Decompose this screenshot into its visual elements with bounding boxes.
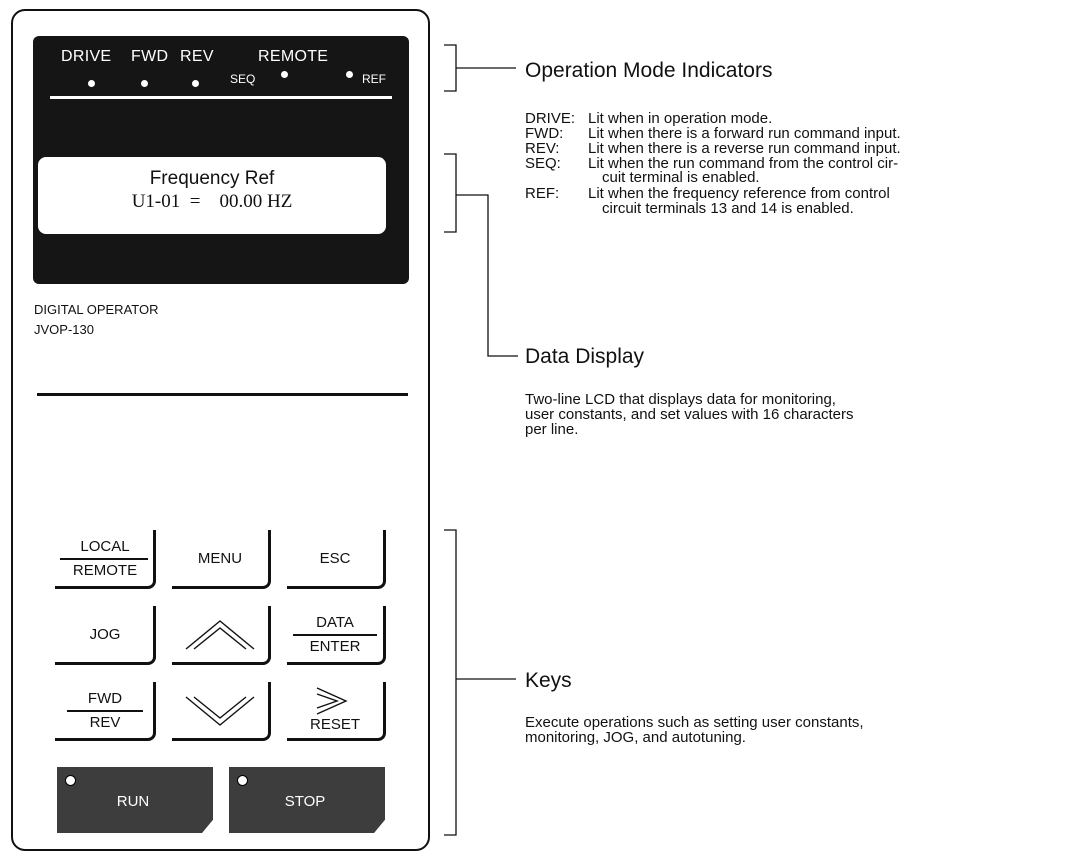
fwd-rev-key-bottom: REV <box>89 714 121 731</box>
legend-desc-seq-2: cuit terminal is enabled. <box>602 169 760 186</box>
legend-desc-fwd: Lit when there is a forward run command … <box>588 125 901 142</box>
indicator-label-rev: REV <box>180 48 214 65</box>
device-divider <box>37 393 408 396</box>
data-enter-key[interactable]: DATA ENTER <box>287 606 386 665</box>
key-fraction-line <box>67 710 143 712</box>
data-display-desc-2: user constants, and set values with 16 c… <box>525 406 854 423</box>
lcd-display <box>38 157 386 234</box>
lcd-line-1: Frequency Ref <box>149 168 275 189</box>
esc-key[interactable]: ESC <box>287 530 386 589</box>
legend-key-rev: REV: <box>525 140 560 157</box>
seq-led-icon <box>281 71 288 78</box>
stop-lamp-icon <box>237 775 248 786</box>
legend-desc-ref-1: Lit when the frequency reference from co… <box>588 185 890 202</box>
indicator-label-fwd: FWD <box>131 48 169 65</box>
legend-desc-ref-2: circuit terminals 13 and 14 is enabled. <box>602 200 854 217</box>
local-remote-key[interactable]: LOCAL REMOTE <box>55 530 156 589</box>
esc-key-label: ESC <box>319 550 351 567</box>
lcd-line-2: U1-01 = 00.00 HZ <box>131 191 293 212</box>
legend-desc-rev: Lit when there is a reverse run command … <box>588 140 901 157</box>
stop-key-label: STOP <box>284 793 326 810</box>
keys-desc-1: Execute operations such as setting user … <box>525 714 864 731</box>
run-key-label: RUN <box>116 793 150 810</box>
rev-led-icon <box>192 80 199 87</box>
legend-key-fwd: FWD: <box>525 125 564 142</box>
local-remote-key-bottom: REMOTE <box>72 562 138 579</box>
menu-key-label: MENU <box>197 550 243 567</box>
drive-led-icon <box>88 80 95 87</box>
key-fraction-line <box>60 558 148 560</box>
jog-key[interactable]: JOG <box>55 606 156 665</box>
data-enter-key-top: DATA <box>316 614 354 631</box>
indicator-label-remote: REMOTE <box>258 48 329 65</box>
reset-key-label: RESET <box>309 716 360 733</box>
data-display-desc-3: per line. <box>525 421 579 438</box>
data-enter-key-bottom: ENTER <box>309 638 361 655</box>
down-arrow-key[interactable] <box>172 682 271 741</box>
fwd-rev-key[interactable]: FWD REV <box>55 682 156 741</box>
model-name: DIGITAL OPERATOR <box>34 302 159 317</box>
data-display-desc-1: Two-line LCD that displays data for moni… <box>525 391 836 408</box>
indicator-label-ref: REF <box>362 72 386 86</box>
indicator-divider <box>50 96 392 99</box>
key-fraction-line <box>293 634 377 636</box>
model-number: JVOP-130 <box>34 322 94 337</box>
data-display-title: Data Display <box>525 345 645 368</box>
fwd-led-icon <box>141 80 148 87</box>
local-remote-key-top: LOCAL <box>80 538 130 555</box>
down-arrow-icon <box>185 696 255 726</box>
ref-led-icon <box>346 71 353 78</box>
legend-key-drive: DRIVE: <box>525 110 576 127</box>
menu-key[interactable]: MENU <box>172 530 271 589</box>
legend-key-seq: SEQ: <box>525 155 561 172</box>
legend-desc-seq-1: Lit when the run command from the contro… <box>588 155 899 172</box>
keys-desc-2: monitoring, JOG, and autotuning. <box>525 729 746 746</box>
operation-mode-title: Operation Mode Indicators <box>525 59 773 82</box>
indicator-label-seq: SEQ <box>230 72 256 86</box>
indicator-label-drive: DRIVE <box>61 48 112 65</box>
fwd-rev-key-top: FWD <box>87 690 123 707</box>
stop-key[interactable]: STOP <box>229 767 385 833</box>
shift-reset-key[interactable]: RESET <box>287 682 386 741</box>
up-arrow-key[interactable] <box>172 606 271 665</box>
legend-key-ref: REF: <box>525 185 560 202</box>
keys-title: Keys <box>525 669 572 692</box>
run-lamp-icon <box>65 775 76 786</box>
legend-desc-drive: Lit when in operation mode. <box>588 110 773 127</box>
shift-right-icon <box>316 687 348 715</box>
jog-key-label: JOG <box>89 626 121 643</box>
run-key[interactable]: RUN <box>57 767 213 833</box>
up-arrow-icon <box>185 620 255 650</box>
